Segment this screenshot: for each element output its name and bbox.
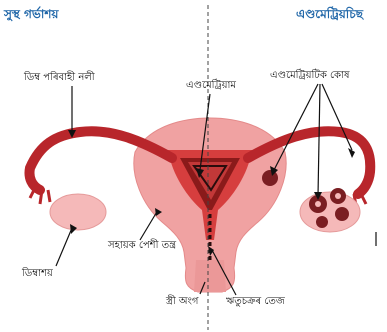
header-healthy-uterus: সুস্থ গর্ভাশয় — [4, 6, 59, 26]
label-myometrium: সহায়ক পেশী তন্ত্ৰ — [108, 240, 176, 251]
cyst-4 — [335, 207, 349, 221]
cyst-dot-1 — [315, 201, 321, 207]
leader-cells-2 — [318, 84, 320, 196]
ovary-right — [300, 192, 360, 232]
cyst-dot-2 — [335, 193, 341, 199]
label-ovary: ডিম্বাশয় — [22, 268, 53, 279]
label-endometriotic-cells: এণ্ডমেট্ৰিয়টিক কোষ — [270, 70, 349, 81]
leader-cells-3 — [322, 84, 352, 150]
label-endometrium: এণ্ডমেট্ৰিয়াম — [186, 80, 236, 91]
leader-myometrium — [140, 210, 158, 240]
label-vagina: স্ত্ৰী অংগ — [166, 296, 198, 307]
leader-ovary — [56, 228, 72, 266]
cyst-5 — [316, 216, 328, 228]
header-endometriosis: এণ্ডমেট্রিয়চিছ — [296, 6, 363, 26]
leader-cells-1 — [274, 84, 318, 170]
label-menstrual-flow: ঋতুচক্ৰৰ তেজ — [226, 296, 285, 307]
vagina-shape — [194, 260, 226, 292]
ovary-left — [50, 194, 106, 230]
label-fallopian-tube: ডিম্ব পৰিবাহী নলী — [24, 72, 95, 83]
